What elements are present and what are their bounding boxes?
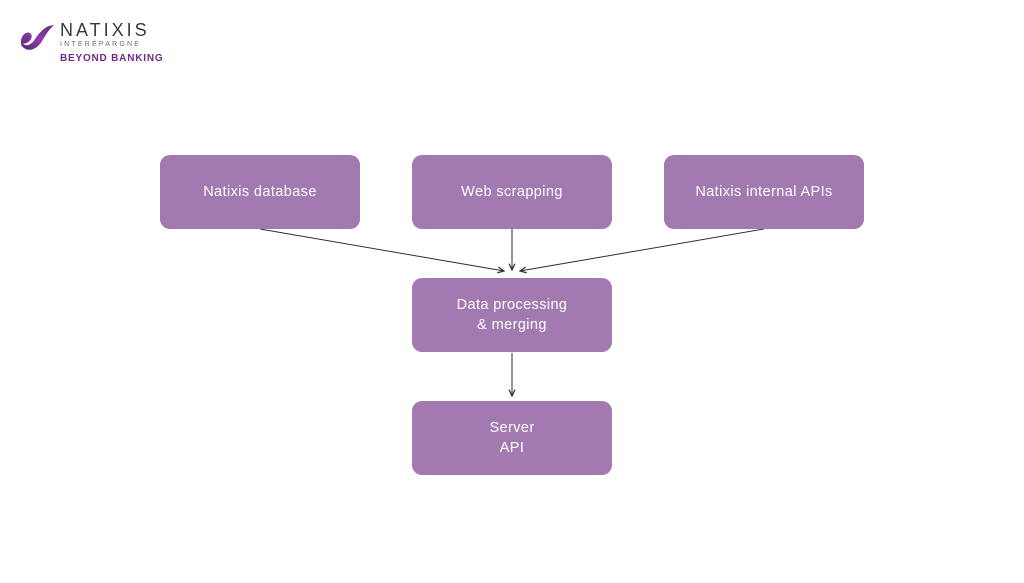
logo-tagline: BEYOND BANKING xyxy=(60,53,164,64)
node-label-line1: Data processing xyxy=(456,297,568,313)
edge-natixis-database-to-data-processing xyxy=(259,228,504,271)
logo-division: INTERÉPARGNE xyxy=(60,41,142,48)
logo-brand: NATIXIS xyxy=(60,20,150,40)
natixis-swoosh-icon xyxy=(20,24,55,50)
node-label: Natixis database xyxy=(203,184,317,200)
node-label-line2: & merging xyxy=(477,317,547,333)
natixis-logo: NATIXIS INTERÉPARGNE BEYOND BANKING xyxy=(18,20,163,65)
edge-natixis-internal-apis-to-data-processing xyxy=(520,228,765,271)
logo-text-block: NATIXIS INTERÉPARGNE BEYOND BANKING xyxy=(60,20,163,65)
node-label-line1: Server xyxy=(489,420,535,436)
node-web-scrapping: Web scrapping xyxy=(412,155,612,229)
node-natixis-database: Natixis database xyxy=(160,155,360,229)
node-natixis-internal-apis: Natixis internal APIs xyxy=(664,155,864,229)
node-label-line2: API xyxy=(499,440,525,456)
node-label: Natixis internal APIs xyxy=(695,184,833,200)
node-server-api: Server API xyxy=(412,401,612,475)
node-label: Web scrapping xyxy=(461,184,563,200)
node-data-processing: Data processing & merging xyxy=(412,278,612,352)
